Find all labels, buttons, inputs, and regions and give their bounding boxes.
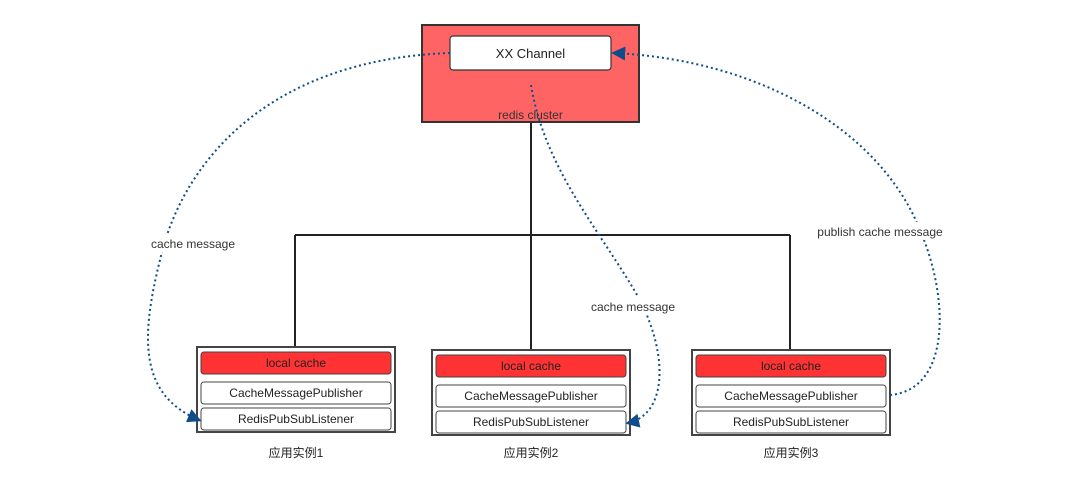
edge-label-bg	[582, 297, 686, 315]
local-cache-label: local cache	[266, 356, 326, 370]
flow-publish-from-instance-3	[611, 46, 941, 396]
instance-name: 应用实例3	[764, 445, 819, 460]
connector-lines	[294, 122, 791, 349]
app-instance-3: local cache CacheMessagePublisher RedisP…	[691, 349, 891, 460]
channel-label: XX Channel	[496, 46, 565, 61]
local-cache-box	[695, 354, 887, 378]
edge-label-bg	[806, 222, 954, 240]
publisher-label: CacheMessagePublisher	[464, 389, 597, 403]
publisher-label: CacheMessagePublisher	[229, 386, 362, 400]
edge-label-left: cache message	[151, 237, 235, 251]
cluster-label: redis cluster	[498, 108, 563, 122]
listener-box	[695, 410, 887, 434]
instance-name: 应用实例1	[269, 445, 324, 460]
listener-label: RedisPubSubListener	[238, 412, 354, 426]
listener-label: RedisPubSubListener	[733, 415, 849, 429]
instance-name: 应用实例2	[504, 445, 559, 460]
publisher-box	[695, 384, 887, 408]
publisher-label: CacheMessagePublisher	[724, 389, 857, 403]
edge-label-middle: cache message	[591, 300, 675, 314]
publisher-box	[200, 381, 392, 405]
edge-label-bg	[140, 234, 244, 252]
message-flows	[147, 46, 941, 428]
redis-cluster: XX Channel redis cluster	[421, 24, 640, 123]
local-cache-box	[200, 351, 392, 375]
edge-label-right: publish cache message	[817, 225, 943, 239]
flow-to-instance-2	[530, 84, 661, 428]
flow-to-instance-1	[147, 52, 451, 423]
app-instance-2: local cache CacheMessagePublisher RedisP…	[431, 349, 631, 460]
app-instance-1: local cache CacheMessagePublisher RedisP…	[196, 346, 396, 460]
publisher-box	[435, 384, 627, 408]
local-cache-label: local cache	[501, 359, 561, 373]
listener-label: RedisPubSubListener	[473, 415, 589, 429]
local-cache-box	[435, 354, 627, 378]
local-cache-label: local cache	[761, 359, 821, 373]
